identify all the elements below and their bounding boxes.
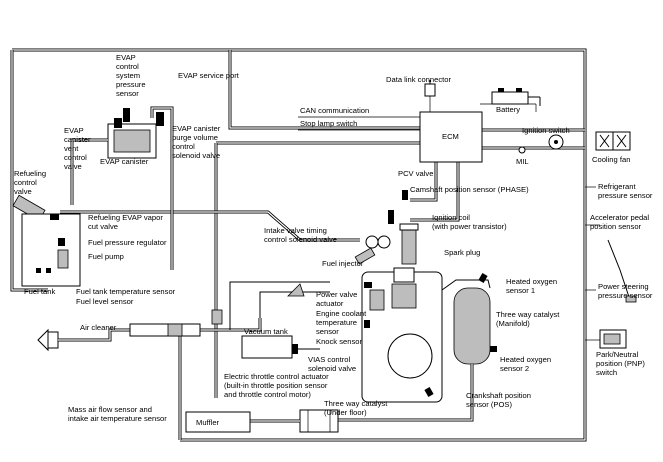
label-fuel-pressure-regulator: Fuel pressure regulator [88,238,167,247]
fuel-injector [354,247,376,265]
label-evap-canister: EVAP canister [100,157,149,166]
power-valve-actuator [287,283,305,297]
fuel-pressure-regulator [58,238,65,246]
label-air-cleaner: Air cleaner [80,323,117,332]
label-ignition-coil: Ignition coil (with power transistor) [432,213,507,231]
data-link-connector [424,80,436,97]
vacuum-tank [241,335,293,359]
evap-canister [107,123,157,159]
label-power-steering-sensor: Power steering pressure sensor [598,282,653,300]
label-intake-valve-timing: Intake valve timing control solenoid val… [264,226,337,244]
label-engine-coolant-sensor: Engine coolant temperature sensor [316,309,368,336]
label-heated-o2-1: Heated oxygen sensor 1 [506,277,559,295]
camshaft-sensor [388,210,394,224]
label-fuel-tank-temp: Fuel tank temperature sensor [76,287,176,296]
label-fuel-injector: Fuel injector [322,259,364,268]
label-knock-sensor: Knock sensor [316,337,362,346]
label-vacuum-tank: Vacuum tank [244,327,288,336]
label-evap-service-port: EVAP service port [178,71,240,80]
label-stop-lamp-switch: Stop lamp switch [300,119,357,128]
label-electric-throttle: Electric throttle control actuator (buil… [224,372,331,399]
label-evap-vent-valve: EVAP canister vent control valve [64,126,93,171]
intake-manifold [211,281,330,330]
fuel-pump [57,249,69,269]
label-fuel-pump: Fuel pump [88,252,124,261]
label-refueling-evap-cut: Refueling EVAP vapor cut valve [88,213,165,231]
label-three-way-floor: Three way catalyst (Under floor) [324,399,389,417]
knock-sensor-part [364,320,370,328]
label-park-neutral: Park/Neutral position (PNP) switch [596,350,647,377]
crankshaft-sensor [424,387,434,397]
cooling-fan [595,131,631,151]
label-three-way-manifold: Three way catalyst (Manifold) [496,310,561,328]
pnp-switch [599,329,627,349]
ignition-coil [399,223,419,265]
label-heated-o2-2: Heated oxygen sensor 2 [500,355,553,373]
label-maf-sensor: Mass air flow sensor and intake air temp… [68,405,167,423]
label-power-valve-actuator: Power valve actuator [316,290,360,308]
diagram-labels: EVAP control system pressure sensor EVAP… [14,53,653,427]
label-camshaft-sensor: Camshaft position sensor (PHASE) [410,185,529,194]
label-evap-pressure-sensor: EVAP control system pressure sensor [116,53,148,98]
mil-lamp [518,146,526,154]
evap-purge-valve [156,112,164,126]
accelerator-pedal [607,239,637,303]
label-mil: MIL [516,157,529,166]
label-cooling-fan: Cooling fan [592,155,630,164]
refueling-evap-cut-valve [50,214,59,220]
label-can-communication: CAN communication [300,106,369,115]
exhaust-manifold-catalyst [338,279,491,422]
wiring-harness [10,48,587,442]
ecm [419,111,483,163]
vias-valve [292,344,320,354]
heated-o2-sensor-1 [478,273,488,283]
pcv-valve [402,190,408,200]
label-ignition-switch: Ignition switch [522,126,570,135]
label-accelerator-sensor: Accelerator pedal position sensor [590,213,651,231]
fuel-sensors [36,268,51,273]
label-muffler: Muffler [196,418,220,427]
label-spark-plug: Spark plug [444,248,480,257]
fuel-tank [21,213,81,287]
under-floor-catalyst [250,409,339,433]
label-data-link-connector: Data link connector [386,75,451,84]
label-refueling-control-valve: Refueling control valve [14,169,48,196]
label-ecm: ECM [442,132,459,141]
air-cleaner-intake [37,318,262,352]
muffler [185,411,251,433]
label-vias-valve: VIAS control solenoid valve [308,355,356,373]
label-fuel-tank: Fuel tank [24,287,55,296]
label-pcv-valve: PCV valve [398,169,433,178]
evap-vent-valve [114,118,122,128]
label-evap-purge-valve: EVAP canister purge volume control solen… [172,124,222,160]
label-battery: Battery [496,105,520,114]
engine-block [361,267,443,403]
label-refrigerant-sensor: Refrigerant pressure sensor [598,182,653,200]
evap-pressure-sensor [123,108,130,122]
intake-valve-timing-solenoid [365,235,391,249]
heated-o2-sensor-2 [490,346,497,352]
evap-lines [70,106,174,270]
signal-lines [136,95,600,341]
label-crankshaft-sensor: Crankshaft position sensor (POS) [466,391,533,409]
coolant-sensor-part [364,282,372,288]
ignition-switch [548,134,564,150]
label-fuel-level: Fuel level sensor [76,297,134,306]
battery [491,88,541,106]
